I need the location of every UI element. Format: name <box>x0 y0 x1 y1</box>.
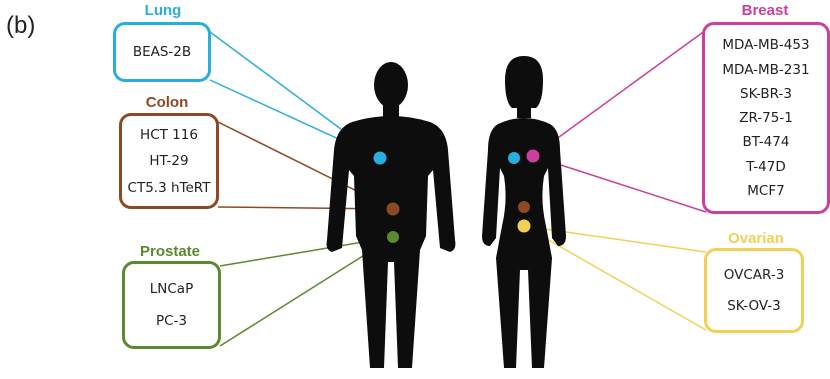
breast-connector <box>533 30 706 156</box>
lung-dot <box>374 152 387 165</box>
cell-line: T-47D <box>746 159 785 175</box>
cell-line: MDA-MB-453 <box>722 37 809 53</box>
panel-label: (b) <box>6 12 35 40</box>
cell-line: MCF7 <box>747 183 784 199</box>
cell-line: BT-474 <box>743 134 790 150</box>
cell-line: MDA-MB-231 <box>722 62 809 78</box>
cell-line: HT-29 <box>149 153 188 169</box>
ovarian-connector-2 <box>524 226 706 330</box>
female-colon-dot <box>518 201 530 213</box>
lung-title: Lung <box>103 2 223 19</box>
ovarian-box: OVCAR-3 SK-OV-3 <box>704 248 804 333</box>
breast-title: Breast <box>705 2 825 19</box>
prostate-dot <box>387 231 399 243</box>
cell-line: CT5.3 hTeRT <box>128 180 211 196</box>
ovarian-connector <box>524 226 706 252</box>
cell-line: LNCaP <box>150 281 193 297</box>
prostate-title: Prostate <box>110 243 230 260</box>
ovarian-title: Ovarian <box>696 230 816 247</box>
cell-line: HCT 116 <box>140 127 198 143</box>
cell-line: SK-BR-3 <box>740 86 792 102</box>
cell-line: ZR-75-1 <box>739 110 793 126</box>
ovarian-dot <box>518 220 531 233</box>
breast-dot-left <box>508 152 520 164</box>
colon-dot <box>387 203 400 216</box>
prostate-box: LNCaP PC-3 <box>122 261 221 349</box>
cell-line: PC-3 <box>156 313 187 329</box>
colon-title: Colon <box>107 94 227 111</box>
lung-box: BEAS-2B <box>113 22 211 82</box>
cell-line: SK-OV-3 <box>727 298 781 314</box>
breast-box: MDA-MB-453 MDA-MB-231 SK-BR-3 ZR-75-1 BT… <box>702 22 830 214</box>
cell-line: BEAS-2B <box>133 44 191 60</box>
colon-box: HCT 116 HT-29 CT5.3 hTeRT <box>119 113 219 209</box>
breast-dot-right <box>527 150 540 163</box>
cell-line: OVCAR-3 <box>724 267 785 283</box>
